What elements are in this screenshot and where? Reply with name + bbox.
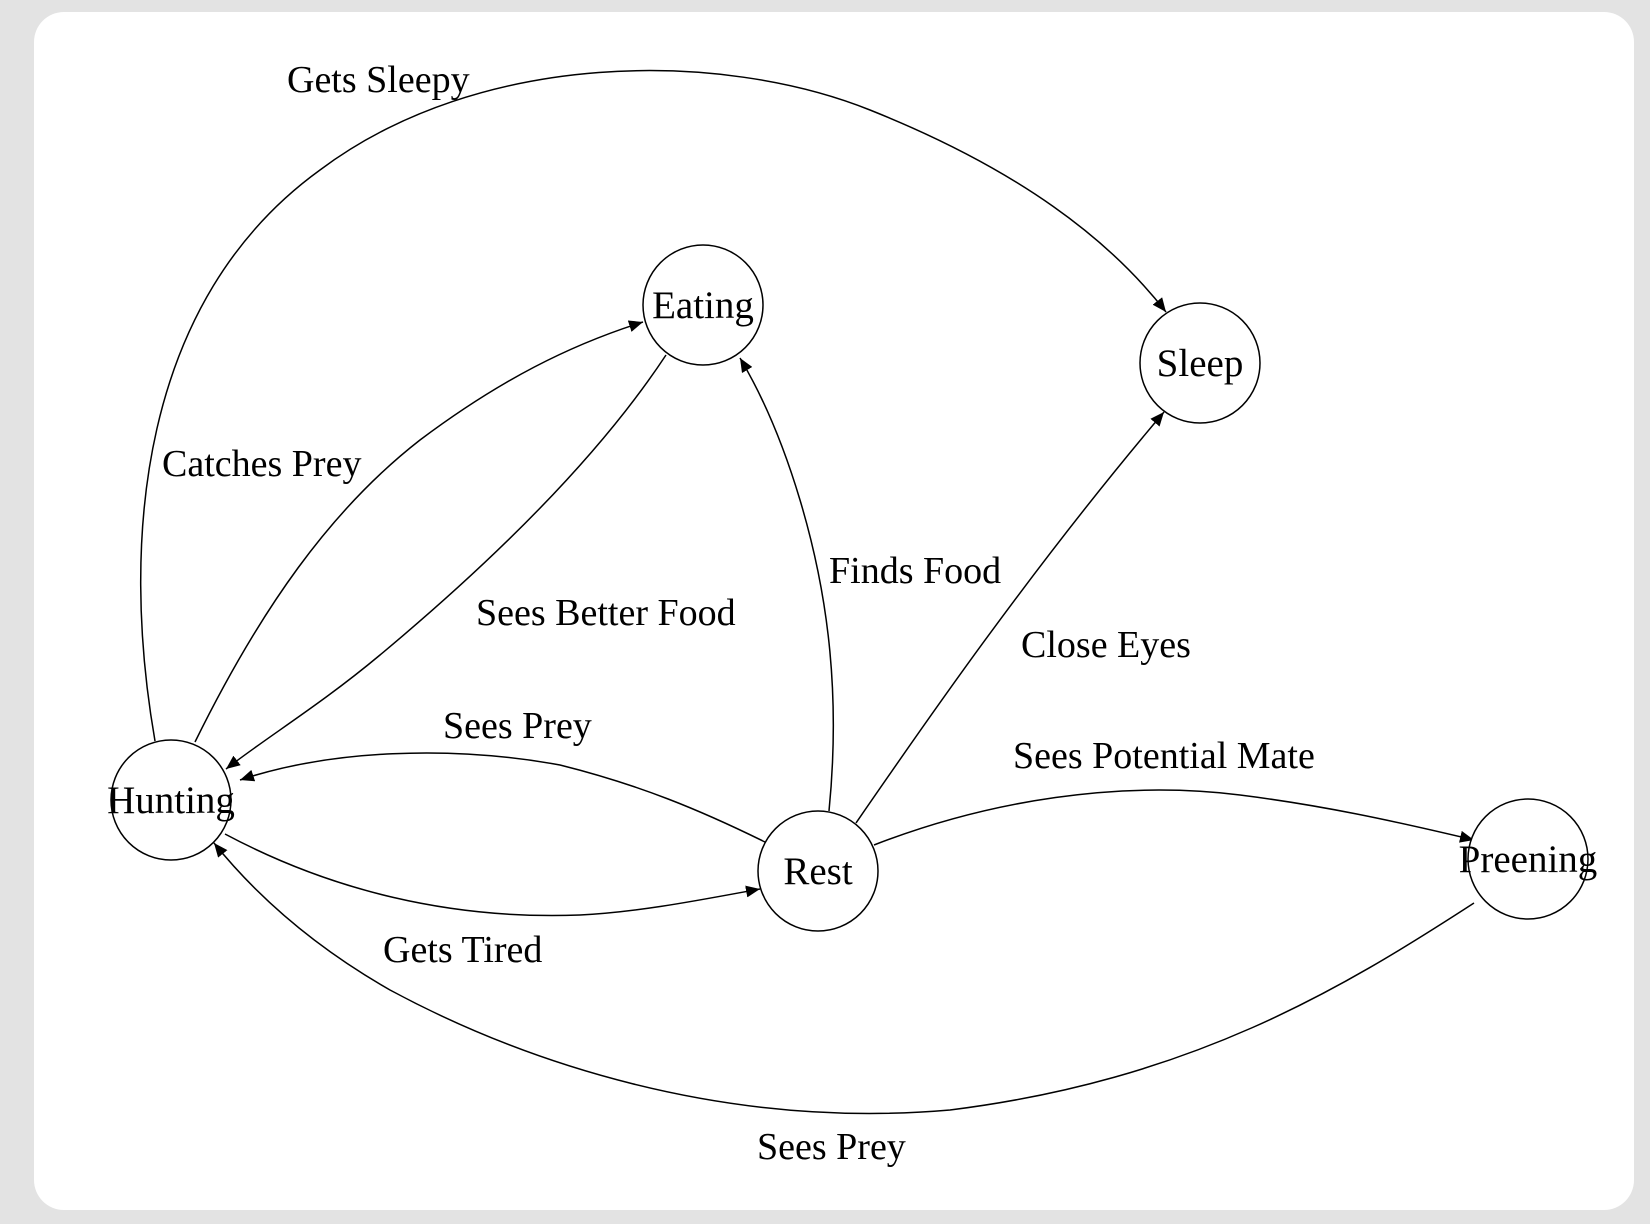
edge-label-close-eyes: Close Eyes [1021, 624, 1191, 666]
node-label-eating: Eating [652, 284, 754, 327]
edge-label-gets-tired: Gets Tired [383, 929, 542, 971]
edge-gets-tired [224, 833, 761, 917]
node-sleep: Sleep [1139, 302, 1261, 424]
edge-gets-sleepy [139, 69, 1167, 742]
edge-label-catches-prey: Catches Prey [162, 443, 361, 485]
edge-label-gets-sleepy: Gets Sleepy [287, 59, 470, 101]
edge-sees-prey-preening [213, 842, 1475, 1115]
node-label-hunting: Hunting [107, 779, 235, 822]
edge-finds-food [739, 357, 835, 812]
edge-sees-better-food [225, 354, 667, 770]
node-hunting: Hunting [107, 739, 235, 861]
node-eating: Eating [642, 244, 764, 366]
edge-label-finds-food: Finds Food [829, 550, 1001, 592]
edge-sees-prey-rest [239, 752, 766, 843]
diagram-panel [34, 12, 1634, 1210]
node-label-rest: Rest [783, 850, 853, 893]
node-preening: Preening [1459, 798, 1598, 920]
edge-label-sees-prey-rest: Sees Prey [443, 705, 592, 747]
edge-label-sees-prey-preening: Sees Prey [757, 1126, 906, 1168]
edge-label-sees-better-food: Sees Better Food [476, 592, 736, 634]
edge-sees-potential-mate [873, 789, 1475, 846]
edge-close-eyes [855, 411, 1165, 824]
node-rest: Rest [757, 810, 879, 932]
edge-label-sees-potential-mate: Sees Potential Mate [1013, 735, 1315, 777]
edge-catches-prey [194, 320, 644, 743]
node-label-sleep: Sleep [1157, 342, 1244, 385]
node-label-preening: Preening [1459, 838, 1598, 881]
